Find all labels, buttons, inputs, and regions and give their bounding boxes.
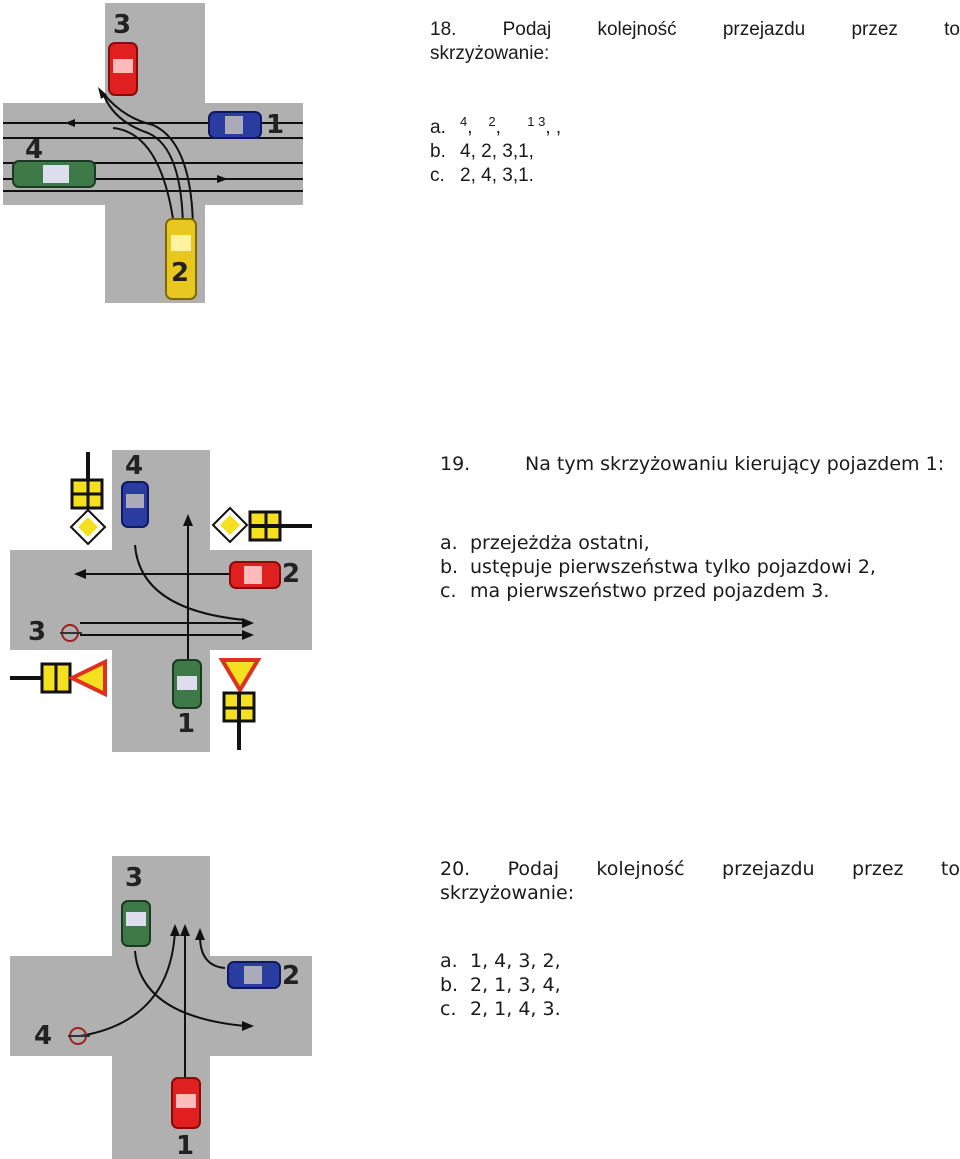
question-19-title: 19.Na tym skrzyżowaniu kierujący pojazde… xyxy=(440,453,945,475)
vehicle-3-bicycle: 3 xyxy=(28,617,82,647)
road xyxy=(10,450,312,752)
figure-18-intersection: 3 1 4 2 xyxy=(3,3,303,303)
vehicle-4-car: 4 xyxy=(121,451,149,528)
answer-18-a: a.4, 2, 1 3, , xyxy=(430,114,562,139)
svg-text:2: 2 xyxy=(171,258,189,288)
svg-text:3: 3 xyxy=(125,863,143,893)
vehicle-1-car: 1 xyxy=(172,659,202,739)
answer-20-a: a.1, 4, 3, 2, xyxy=(440,950,561,972)
vehicle-4-car: 4 xyxy=(12,135,96,188)
svg-text:4: 4 xyxy=(125,451,143,481)
vehicle-1-car: 1 xyxy=(171,1077,201,1159)
answer-18-c: c.2, 4, 3,1. xyxy=(430,165,534,187)
yield-sign-left xyxy=(10,658,107,698)
answer-19-c: c.ma pierwszeństwo przed pojazdem 3. xyxy=(440,580,830,602)
svg-text:4: 4 xyxy=(34,1021,52,1051)
vehicle-2-car: 2 xyxy=(227,961,300,991)
question-19: 19.Na tym skrzyżowaniu kierujący pojazde… xyxy=(440,452,960,603)
vehicle-2-car: 2 xyxy=(165,218,197,300)
road xyxy=(10,856,312,1159)
vehicle-4-bicycle: 4 xyxy=(34,1021,90,1051)
vehicle-1-car: 1 xyxy=(208,110,284,140)
svg-text:1: 1 xyxy=(176,1131,194,1159)
yield-sign-bottom xyxy=(218,658,262,750)
svg-text:2: 2 xyxy=(282,961,300,991)
question-18-title: 18. Podaj kolejność przejazdu przez to xyxy=(430,19,960,40)
svg-text:2: 2 xyxy=(282,559,300,589)
question-20: 20. Podaj kolejność przejazdu przez to s… xyxy=(440,857,960,1021)
vehicle-2-car: 2 xyxy=(229,559,300,589)
svg-text:1: 1 xyxy=(266,110,284,140)
question-20-title-line2: skrzyżowanie: xyxy=(440,882,575,904)
priority-sign-top-right xyxy=(211,506,312,544)
answer-18-b: b.4, 2, 3,1, xyxy=(430,141,534,163)
svg-text:1: 1 xyxy=(177,709,195,739)
vehicle-3-car: 3 xyxy=(121,863,151,947)
figure-19-intersection: 4 2 1 3 xyxy=(10,450,315,755)
question-18: 18. Podaj kolejność przejazdu przez to s… xyxy=(430,18,960,188)
answer-20-c: c.2, 1, 4, 3. xyxy=(440,998,561,1020)
question-20-title: 20. Podaj kolejność przejazdu przez to xyxy=(440,858,960,880)
answer-20-b: b.2, 1, 3, 4, xyxy=(440,974,561,996)
svg-text:3: 3 xyxy=(28,617,46,647)
priority-sign-top-left xyxy=(69,452,107,546)
svg-text:4: 4 xyxy=(25,135,43,165)
answer-19-b: b.ustępuje pierwszeństwa tylko pojazdowi… xyxy=(440,556,876,578)
road xyxy=(3,3,303,303)
question-18-title-line2: skrzyżowanie: xyxy=(430,43,550,64)
answer-19-a: a.przejeżdża ostatni, xyxy=(440,532,650,554)
vehicle-3-car: 3 xyxy=(108,10,138,96)
figure-20-intersection: 3 2 1 4 xyxy=(10,856,315,1159)
svg-text:3: 3 xyxy=(113,10,131,40)
